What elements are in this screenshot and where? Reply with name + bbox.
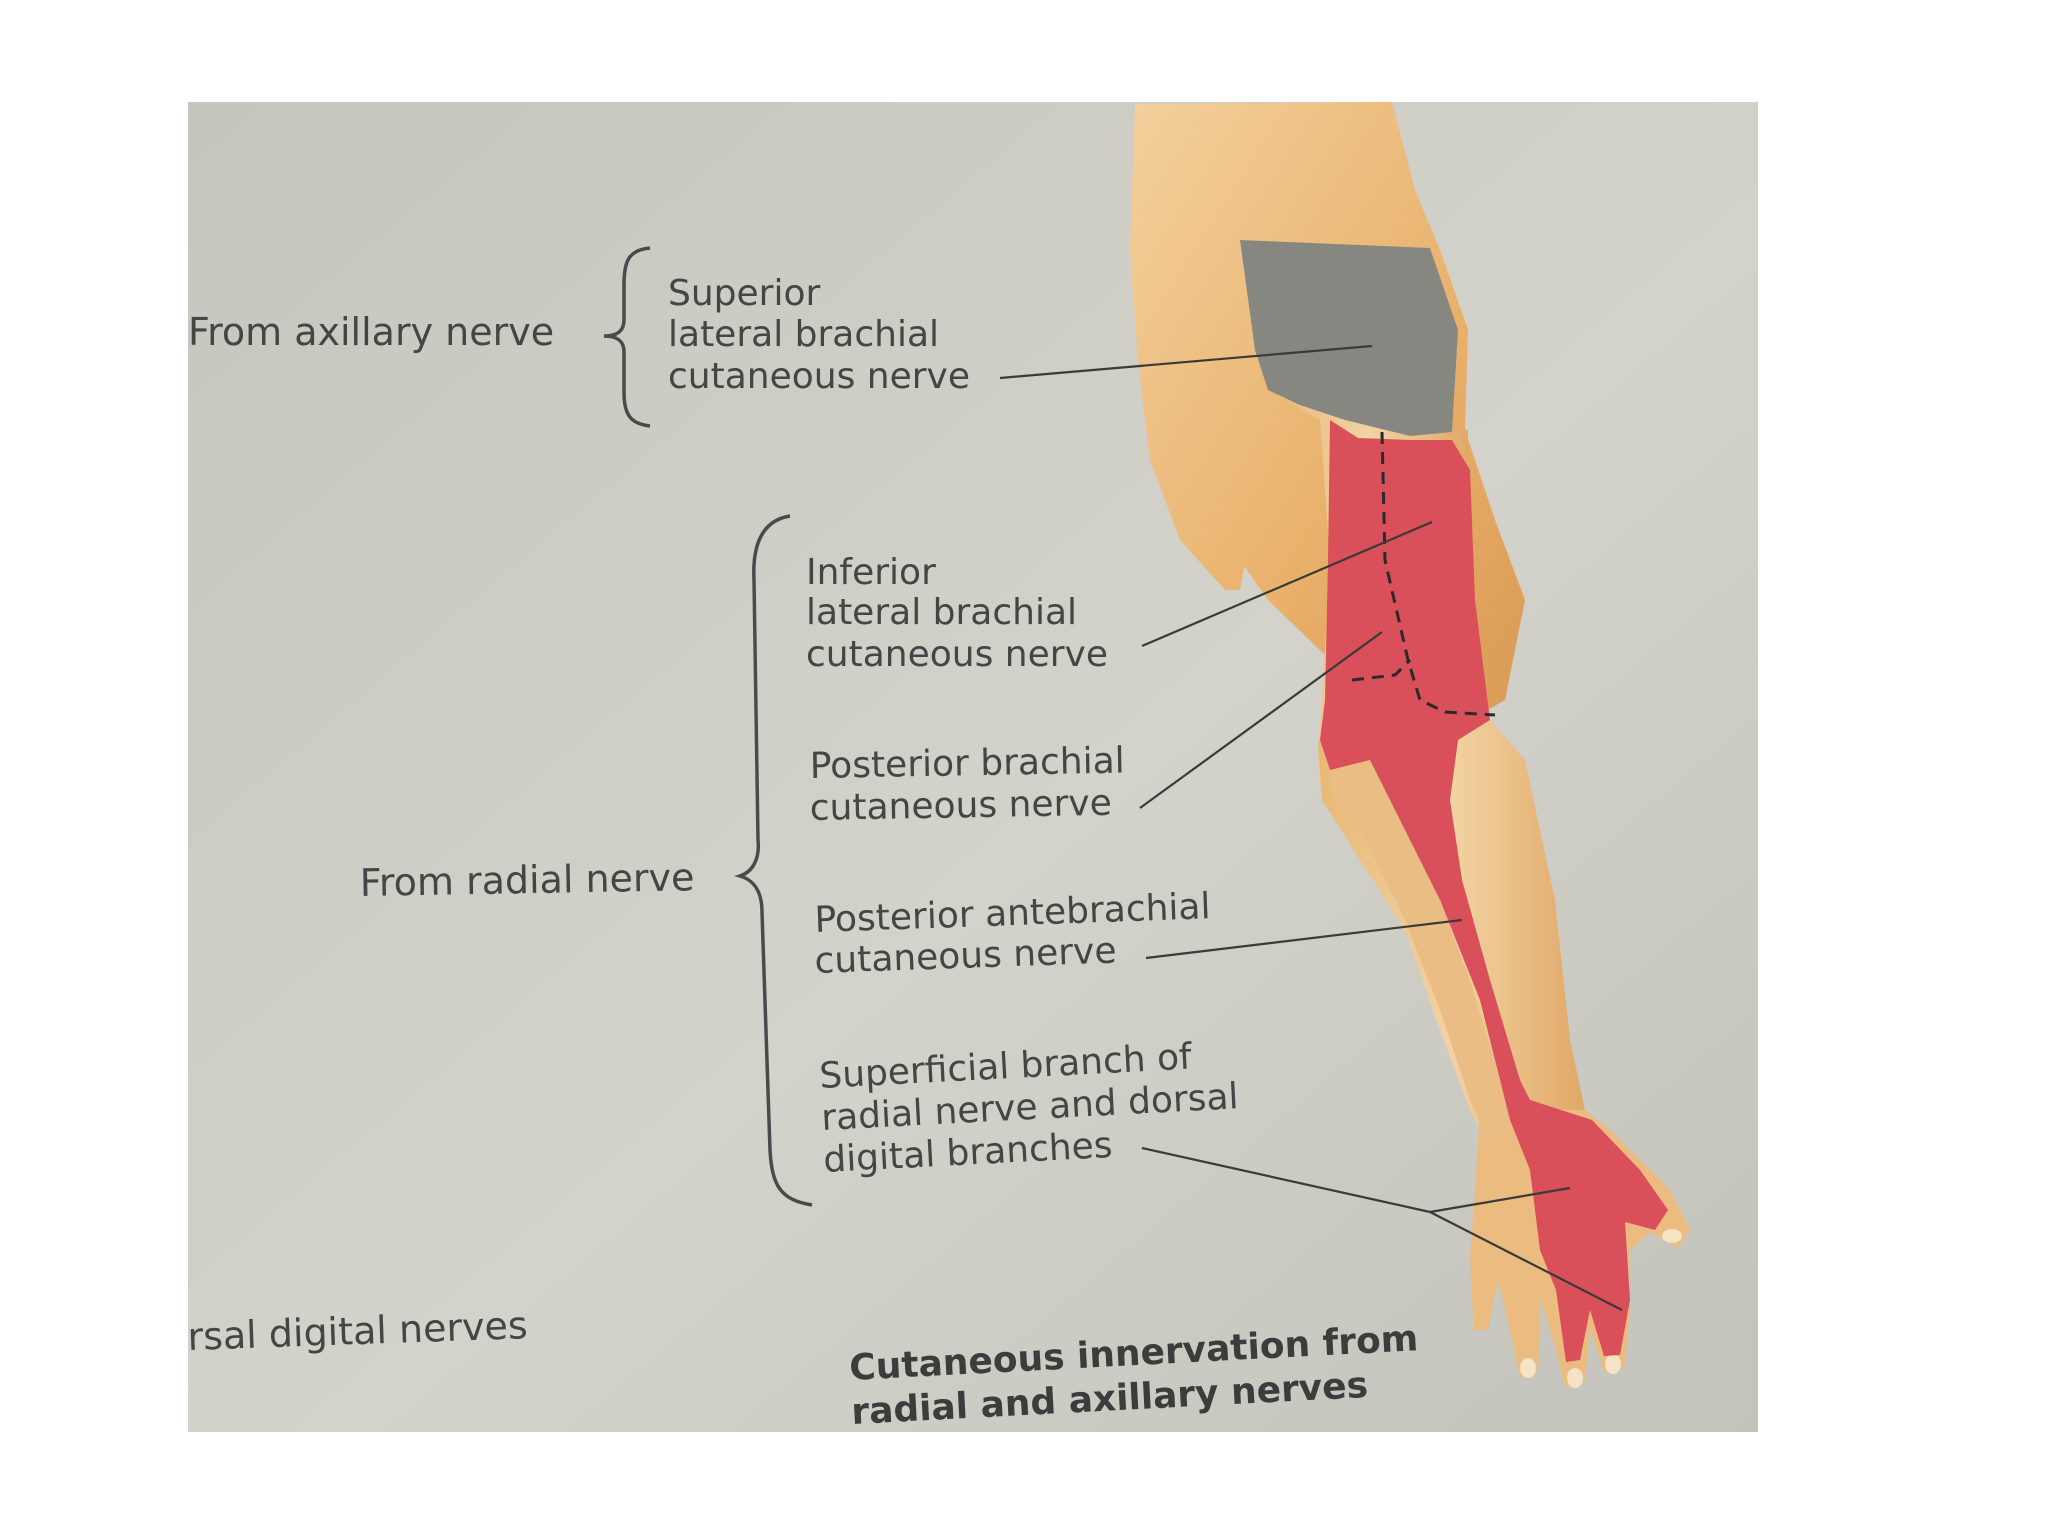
dashed-boundary-2	[1351, 658, 1412, 682]
posterior-brachial-line-2: cutaneous nerve	[809, 783, 1112, 829]
dashed-boundary	[1380, 431, 1496, 717]
posterior-brachial-line-1: Posterior brachial	[809, 741, 1125, 787]
leader-posterior-antebrachial	[1145, 918, 1463, 960]
axillary-region	[1240, 240, 1458, 436]
inferior-line-3: cutaneous nerve	[806, 634, 1108, 675]
middle-nail	[1567, 1368, 1583, 1388]
forearm-ulnar-strip	[1330, 760, 1512, 1140]
arm-illustration	[1130, 102, 1690, 1388]
leader-superficial-a	[1429, 1186, 1571, 1214]
axillary-brace	[603, 246, 651, 428]
label-superior-lateral: Superior lateral brachial cutaneous nerv…	[668, 273, 970, 397]
label-posterior-brachial: Posterior brachial cutaneous nerve	[809, 741, 1125, 829]
leader-superficial	[1141, 1146, 1431, 1214]
index-nail	[1605, 1354, 1621, 1374]
inferior-line-1: Inferior	[806, 552, 936, 593]
superior-line-1: Superior	[668, 273, 820, 314]
leader-inferior	[1141, 520, 1433, 648]
ring-nail	[1520, 1358, 1536, 1378]
inferior-line-2: lateral brachial	[806, 592, 1077, 633]
label-from-axillary: From axillary nerve	[188, 310, 554, 354]
radial-brace	[734, 514, 813, 1207]
leader-superficial-b	[1429, 1211, 1623, 1311]
leader-lines	[999, 344, 1623, 1311]
leader-superior	[999, 344, 1373, 380]
leader-posterior-brachial	[1139, 631, 1383, 809]
label-inferior-lateral: Inferior lateral brachial cutaneous nerv…	[806, 552, 1108, 675]
superior-line-3: cutaneous nerve	[668, 356, 970, 397]
label-from-radial: From radial nerve	[359, 855, 694, 905]
thumb-nail	[1662, 1229, 1682, 1243]
superior-line-2: lateral brachial	[668, 314, 939, 355]
label-superficial-branch: Superficial branch of radial nerve and d…	[818, 1036, 1239, 1181]
